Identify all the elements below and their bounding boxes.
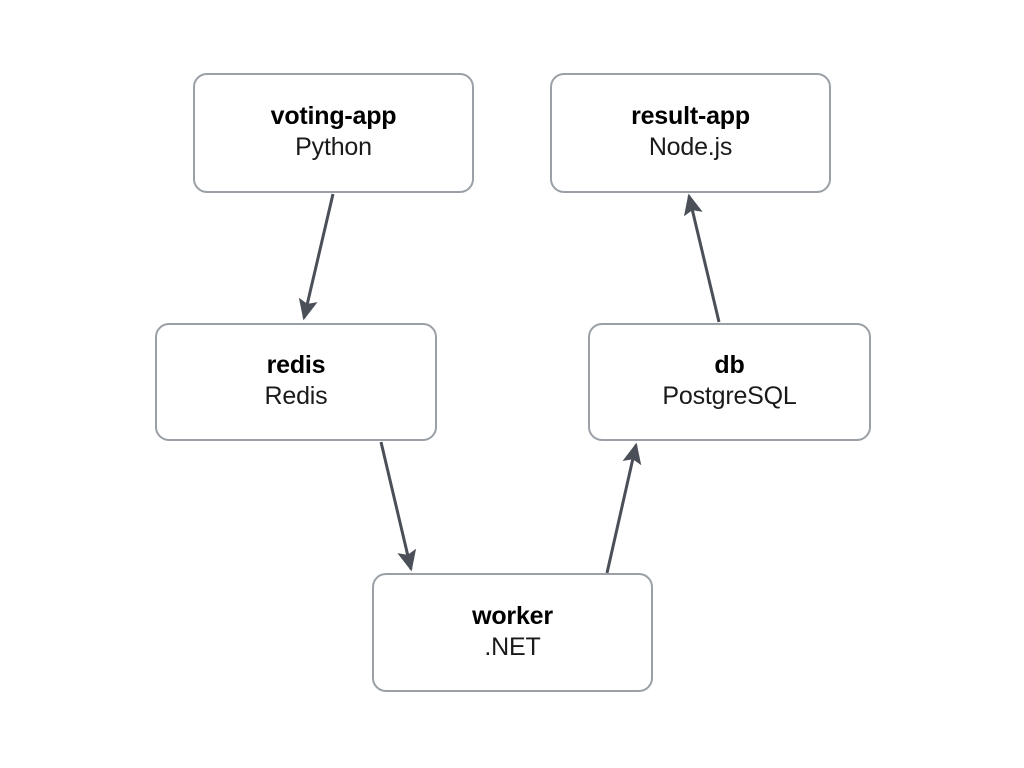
node-title: voting-app bbox=[270, 102, 397, 131]
edge-worker-to-db bbox=[605, 442, 642, 574]
edge-db-to-result-app bbox=[683, 193, 721, 323]
node-title: worker bbox=[472, 601, 553, 630]
node-subtitle: .NET bbox=[484, 632, 541, 661]
node-voting-app[interactable]: voting-app Python bbox=[193, 73, 474, 193]
node-subtitle: Redis bbox=[264, 382, 328, 411]
node-db[interactable]: db PostgreSQL bbox=[588, 323, 871, 441]
node-title: result-app bbox=[631, 102, 750, 131]
node-worker[interactable]: worker .NET bbox=[372, 573, 653, 692]
node-title: db bbox=[714, 351, 745, 380]
node-subtitle: Node.js bbox=[648, 133, 733, 162]
node-result-app[interactable]: result-app Node.js bbox=[550, 73, 831, 193]
node-redis[interactable]: redis Redis bbox=[155, 323, 437, 441]
edge-redis-to-worker bbox=[379, 441, 417, 572]
edge-voting-app-to-redis bbox=[298, 193, 335, 321]
node-subtitle: PostgreSQL bbox=[662, 382, 797, 411]
node-subtitle: Python bbox=[295, 133, 372, 162]
node-title: redis bbox=[266, 351, 326, 380]
